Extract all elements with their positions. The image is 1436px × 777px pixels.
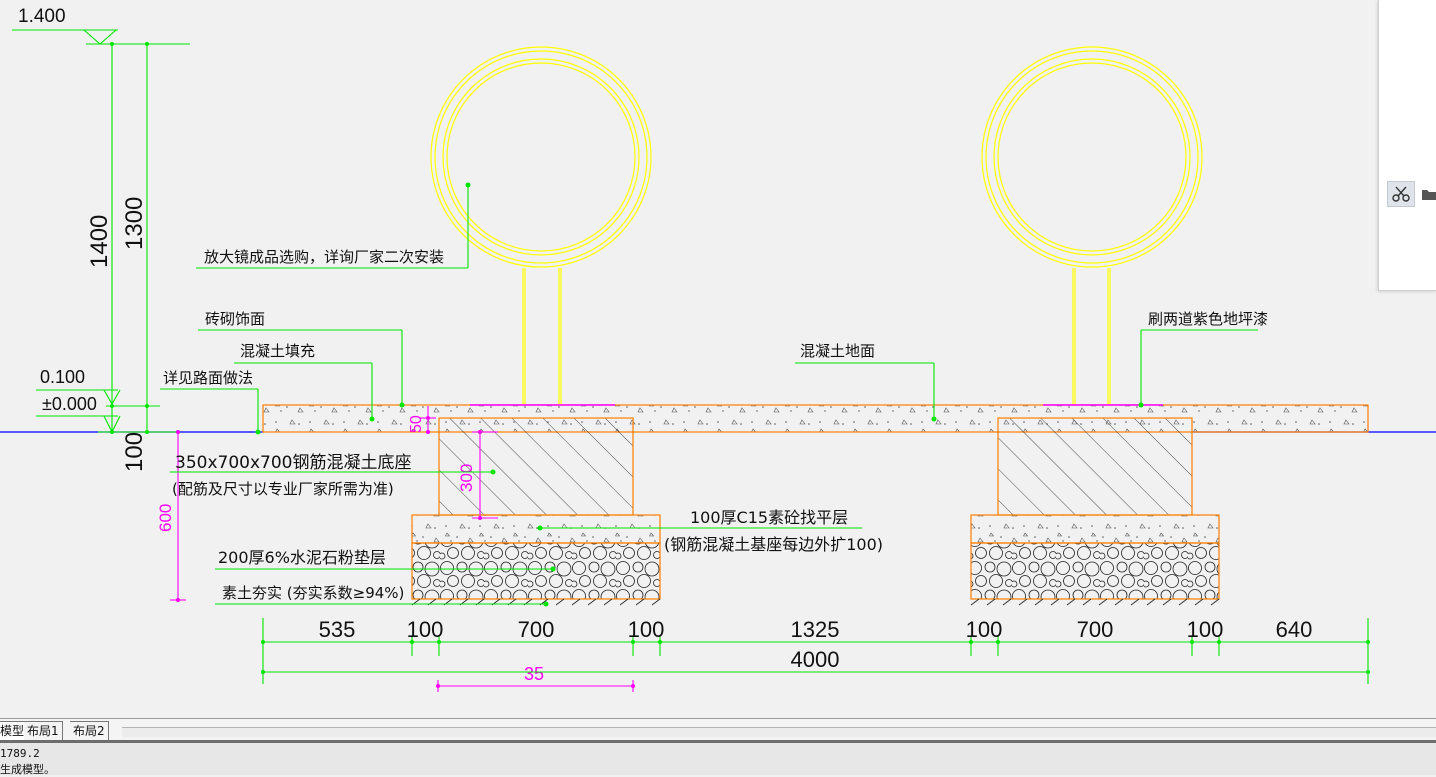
command-history-line-2: 生成模型。 xyxy=(0,763,55,776)
elevation-markers xyxy=(12,29,190,434)
label-gravel: 200厚6%水泥石粉垫层 xyxy=(218,548,386,567)
tab-layout1[interactable]: 布局1 xyxy=(24,721,63,740)
magenta-dims xyxy=(170,406,634,692)
label-paint: 刷两道紫色地坪漆 xyxy=(1148,310,1268,328)
label-concrete-fill: 混凝土填充 xyxy=(240,342,315,360)
cad-drawing-canvas[interactable]: 1.400 0.100 ±0.000 1400 1300 100 600 50 … xyxy=(0,0,1436,718)
label-base-2: (配筋及尺寸以专业厂家所需为准) xyxy=(172,480,394,498)
dim-300: 300 xyxy=(457,464,476,492)
folder-button[interactable] xyxy=(1421,183,1436,205)
elevation-mid: 0.100 xyxy=(40,367,85,387)
label-road: 详见路面做法 xyxy=(163,369,253,387)
label-c15-1: 100厚C15素砼找平层 xyxy=(690,508,848,527)
label-brick: 砖砌饰面 xyxy=(205,310,265,328)
bottom-dim-ticks xyxy=(261,640,1370,674)
elevation-zero: ±0.000 xyxy=(42,394,97,414)
label-c15-2: (钢筋混凝土基座每边外扩100) xyxy=(664,535,883,554)
elevation-top: 1.400 xyxy=(18,6,66,27)
soil-hatch-right xyxy=(970,598,1220,606)
dim-35: 35 xyxy=(524,664,544,684)
dim-4000: 4000 xyxy=(791,647,840,672)
tool-palette xyxy=(1378,0,1436,291)
dim-100-d: 100 xyxy=(1187,617,1224,642)
dim-700-b: 700 xyxy=(1077,617,1114,642)
rc-base-right xyxy=(997,417,1193,516)
dim-1400: 1400 xyxy=(86,215,113,268)
dim-700-a: 700 xyxy=(518,617,555,642)
command-line[interactable]: 1789.2 生成模型。 xyxy=(0,740,1436,776)
dim-1300: 1300 xyxy=(121,197,148,250)
cut-button[interactable] xyxy=(1387,181,1415,207)
label-base-1: 350x700x700钢筋混凝土底座 xyxy=(175,453,411,473)
dim-50: 50 xyxy=(408,415,425,433)
label-soil: 素土夯实 (夯实系数≥94%) xyxy=(222,584,404,602)
dim-100-a: 100 xyxy=(407,617,444,642)
dim-535: 535 xyxy=(319,617,356,642)
horizontal-scrollbar[interactable] xyxy=(122,727,1436,737)
scissors-icon xyxy=(1392,186,1410,202)
folder-icon xyxy=(1422,190,1436,200)
gravel-layer-left xyxy=(411,542,661,600)
layout-tab-bar: 模型 布局1 布局2 xyxy=(0,718,1436,741)
magnifier-right xyxy=(981,46,1203,404)
c15-layer-right xyxy=(970,514,1220,544)
bottom-dims xyxy=(262,618,1369,684)
label-magnifier: 放大镜成品选购，详询厂家二次安装 xyxy=(204,248,444,266)
leader-dots xyxy=(255,182,1144,607)
dim-1325: 1325 xyxy=(791,617,840,642)
tab-layout2[interactable]: 布局2 xyxy=(70,721,109,740)
magnifier-left xyxy=(430,46,652,404)
soil-hatch-left xyxy=(411,598,661,606)
dim-600: 600 xyxy=(156,504,175,532)
command-history-line-1: 1789.2 xyxy=(0,747,40,760)
c15-layer-left xyxy=(411,514,661,544)
gravel-layer-right xyxy=(970,542,1220,600)
dim-100-c: 100 xyxy=(966,617,1003,642)
label-concrete-floor: 混凝土地面 xyxy=(800,342,875,360)
dim-100-b: 100 xyxy=(628,617,665,642)
dim-640: 640 xyxy=(1276,617,1313,642)
dim-100-left: 100 xyxy=(121,432,148,472)
rc-base-left xyxy=(438,417,634,516)
leader-lines xyxy=(160,185,1258,605)
magenta-ticks xyxy=(176,416,635,688)
